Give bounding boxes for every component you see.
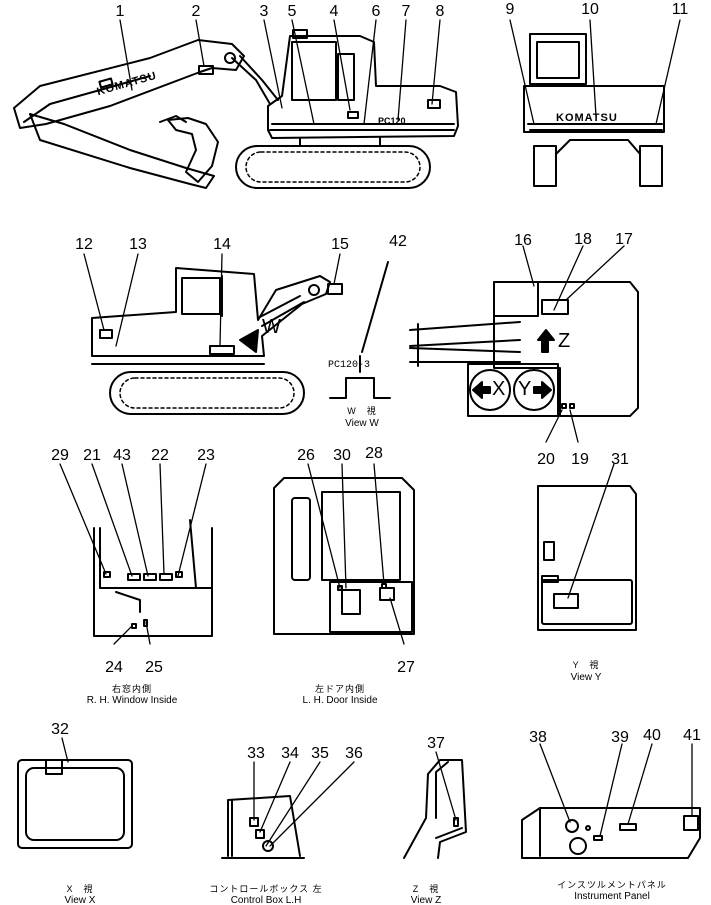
callout-12: 12 (75, 236, 93, 253)
instrument-panel-caption: Instrument Panel (574, 891, 650, 902)
view-x-caption: View X (64, 895, 96, 905)
lh-door-caption: L. H. Door Inside (302, 695, 378, 706)
model-code-text: PC120-3 (328, 360, 371, 371)
callout-20: 20 (537, 451, 555, 468)
view-w-caption: View W (345, 418, 379, 429)
view-z-caption: View Z (410, 895, 442, 905)
callout-16: 16 (514, 232, 532, 249)
callout-38: 38 (529, 729, 547, 746)
callout-11: 11 (671, 1, 689, 18)
instrument-panel (521, 807, 701, 859)
callout-2: 2 (191, 3, 201, 20)
callout-6: 6 (371, 3, 381, 20)
lh-door-caption-jp: 左ドア内側 (314, 684, 366, 694)
lh-door-panel (273, 477, 415, 635)
view-z-panel (403, 759, 467, 859)
callout-41: 41 (683, 727, 701, 744)
callout-14: 14 (213, 236, 231, 253)
callout-1: 1 (115, 3, 125, 20)
view-y-caption-jp: Y 視 (572, 660, 600, 670)
callout-13: 13 (129, 236, 147, 253)
view-w-caption-jp: W 視 (347, 406, 377, 416)
callout-39: 39 (611, 729, 629, 746)
callout-29: 29 (51, 447, 69, 464)
view-w-plate (329, 261, 391, 399)
callout-10: 10 (581, 1, 599, 18)
excavator-side-view (13, 29, 459, 189)
instrument-panel-caption-jp: インスツルメントパネル (557, 880, 667, 890)
callout-7: 7 (401, 3, 411, 20)
callout-36: 36 (345, 745, 363, 762)
rear-brand-text: KOMATSU (556, 112, 618, 124)
callout-40: 40 (643, 727, 661, 744)
rh-window-caption: R. H. Window Inside (86, 695, 178, 706)
control-box-caption-jp: コントロールボックス 左 (209, 884, 323, 894)
callout-25: 25 (145, 659, 163, 676)
callout-42: 42 (389, 233, 407, 250)
callout-37: 37 (427, 735, 445, 752)
callout-35: 35 (311, 745, 329, 762)
view-y-panel (537, 485, 637, 631)
callout-8: 8 (435, 3, 445, 20)
callout-33: 33 (247, 745, 265, 762)
view-y-caption: View Y (570, 672, 602, 683)
marker-x: X (492, 378, 506, 400)
rh-window-caption-jp: 右窓内側 (111, 684, 153, 694)
marker-w: W (262, 316, 281, 338)
excavator-rear-view (523, 33, 665, 187)
callout-5: 5 (287, 3, 297, 20)
view-x-panel (17, 759, 133, 849)
rh-window-panel (93, 519, 213, 637)
callout-31: 31 (611, 451, 629, 468)
callout-21: 21 (83, 447, 101, 464)
callout-9: 9 (505, 1, 515, 18)
callout-19: 19 (571, 451, 589, 468)
model-side-text: PC120 (378, 116, 406, 126)
control-box-panel (221, 795, 305, 859)
control-box-caption: Control Box L.H (230, 895, 302, 905)
callout-22: 22 (151, 447, 169, 464)
callout-34: 34 (281, 745, 299, 762)
callout-18: 18 (574, 231, 592, 248)
callout-27: 27 (397, 659, 415, 676)
callout-24: 24 (105, 659, 123, 676)
callout-32: 32 (51, 721, 69, 738)
callout-15: 15 (331, 236, 349, 253)
callout-3: 3 (259, 3, 269, 20)
callout-23: 23 (197, 447, 215, 464)
callout-28: 28 (365, 445, 383, 462)
callout-43: 43 (113, 447, 131, 464)
leader-lines (59, 19, 693, 847)
excavator-top-view (409, 281, 639, 417)
view-x-caption-jp: X 視 (66, 884, 94, 894)
marker-y: Y (518, 378, 532, 400)
callout-17: 17 (615, 231, 633, 248)
marker-z: Z (558, 330, 571, 352)
callout-30: 30 (333, 447, 351, 464)
view-z-caption-jp: Z 視 (412, 884, 440, 894)
callout-26: 26 (297, 447, 315, 464)
callout-4: 4 (329, 3, 339, 20)
excavator-rear-side-view (91, 267, 343, 415)
